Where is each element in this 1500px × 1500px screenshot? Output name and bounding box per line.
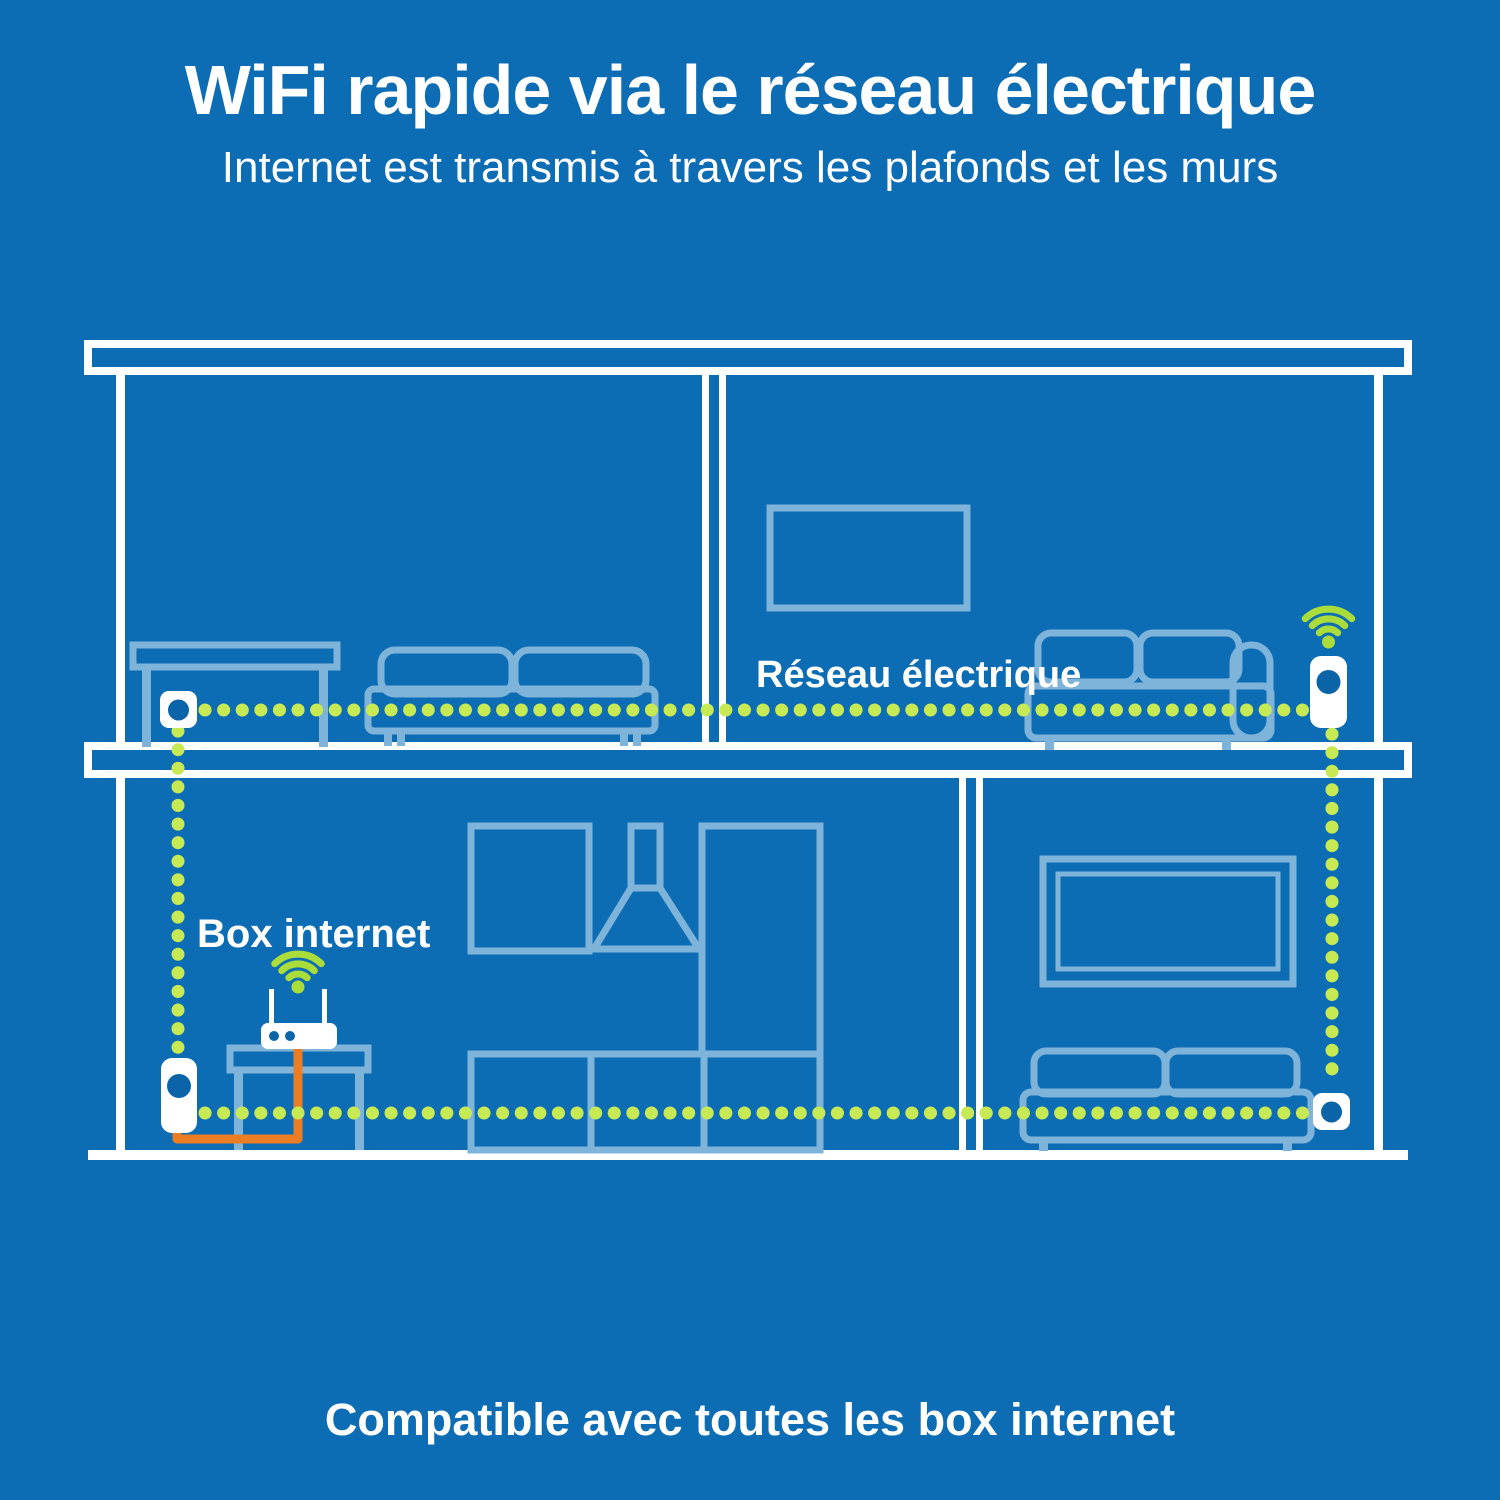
ground-line xyxy=(88,1150,1408,1160)
wifi-adapter-upstairs-right xyxy=(1310,656,1347,728)
internet-box-label: Box internet xyxy=(197,912,431,956)
wifi-adapter-downstairs-left xyxy=(161,1058,197,1133)
power-outlet-upstairs-left xyxy=(160,691,197,728)
ethernet-cable xyxy=(172,1041,303,1144)
roof-slab xyxy=(84,340,1412,375)
kitchen-cabinets xyxy=(467,822,824,1154)
bed-upstairs-left xyxy=(364,646,659,746)
tall-cabinet xyxy=(698,822,824,1058)
wifi-signal-icon-adapter xyxy=(1301,605,1356,649)
wifi-signal-icon-router xyxy=(271,950,325,994)
range-hood xyxy=(587,884,706,953)
floor-slab xyxy=(84,742,1412,778)
powerline-connections xyxy=(171,703,1339,1120)
sofa-downstairs-right xyxy=(1019,1047,1315,1151)
upper-cabinet xyxy=(467,822,593,955)
footer-caption: Compatible avec toutes les box internet xyxy=(324,1394,1176,1445)
tv-upstairs-right xyxy=(766,504,971,612)
tv-downstairs-right xyxy=(1039,855,1297,988)
hood-chimney xyxy=(627,822,664,892)
router-body xyxy=(261,1023,337,1049)
internet-router xyxy=(261,989,337,1049)
lower-cabinets xyxy=(467,1050,824,1154)
router-antenna-right xyxy=(322,989,327,1025)
page-title: WiFi rapide via le réseau électrique xyxy=(184,51,1317,129)
powerline-network-label: Réseau électrique xyxy=(756,654,1082,696)
page-subtitle: Internet est transmis à travers les plaf… xyxy=(221,143,1279,192)
router-antenna-left xyxy=(269,989,274,1025)
downstairs-interior-wall xyxy=(959,774,983,1150)
desk-upstairs-left xyxy=(129,641,341,747)
house-structure xyxy=(84,340,1412,1160)
upstairs-interior-wall xyxy=(702,367,726,746)
power-outlet-downstairs-right xyxy=(1313,1093,1350,1130)
